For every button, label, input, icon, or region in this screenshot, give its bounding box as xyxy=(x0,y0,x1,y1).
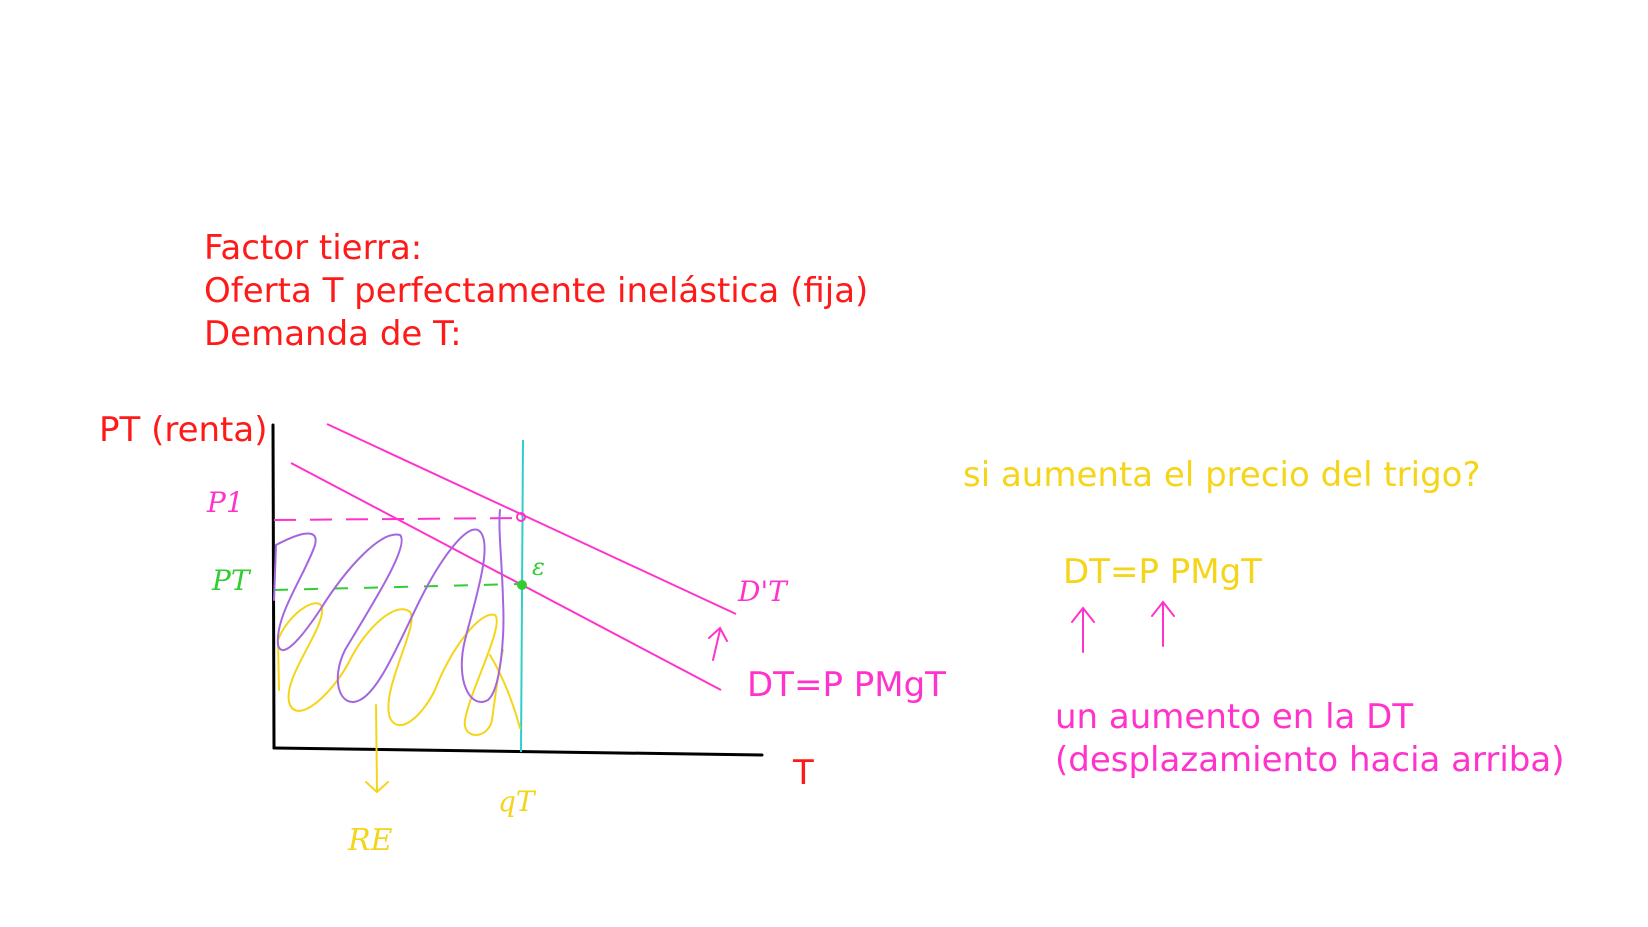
shifted-demand-label: D'T xyxy=(738,575,787,608)
shift-up-arrow-icon xyxy=(708,626,728,661)
conclusion-line-1: un aumento en la DT xyxy=(1055,697,1414,737)
demand-curve xyxy=(290,462,722,691)
formula-text: DT=P PMgT xyxy=(1063,552,1262,592)
new-equilibrium-point xyxy=(516,512,526,522)
rent-area-scribble-purple xyxy=(273,509,505,703)
y-axis-label: PT (renta) xyxy=(99,410,268,450)
title-line-1: Factor tierra: xyxy=(204,228,423,268)
pmgt-up-arrow-icon xyxy=(1151,600,1175,647)
rent-label: RE xyxy=(348,823,393,858)
conclusion-line-2: (desplazamiento hacia arriba) xyxy=(1055,740,1565,780)
quantity-label: qT xyxy=(498,785,535,818)
title-line-2: Oferta T perfectamente inelástica (fija) xyxy=(204,271,869,311)
new-price-label: P1 xyxy=(207,486,244,519)
rent-area-scribble-yellow xyxy=(277,602,521,736)
x-axis-label: T xyxy=(793,753,814,793)
initial-price-dashed-line xyxy=(273,583,522,591)
demand-curve-label: DT=P PMgT xyxy=(747,665,946,705)
title-line-3: Demanda de T: xyxy=(204,314,462,354)
initial-price-label: PT xyxy=(212,564,250,597)
equilibrium-label: ε xyxy=(532,553,545,581)
question-text: si aumenta el precio del trigo? xyxy=(963,455,1481,495)
price-up-arrow-icon xyxy=(1071,606,1095,653)
equilibrium-point xyxy=(517,580,527,590)
new-price-dashed-line xyxy=(273,517,522,521)
supply-line xyxy=(520,439,524,753)
x-axis xyxy=(272,746,764,757)
rent-arrow-icon xyxy=(365,704,389,794)
shifted-demand-curve xyxy=(326,423,737,615)
